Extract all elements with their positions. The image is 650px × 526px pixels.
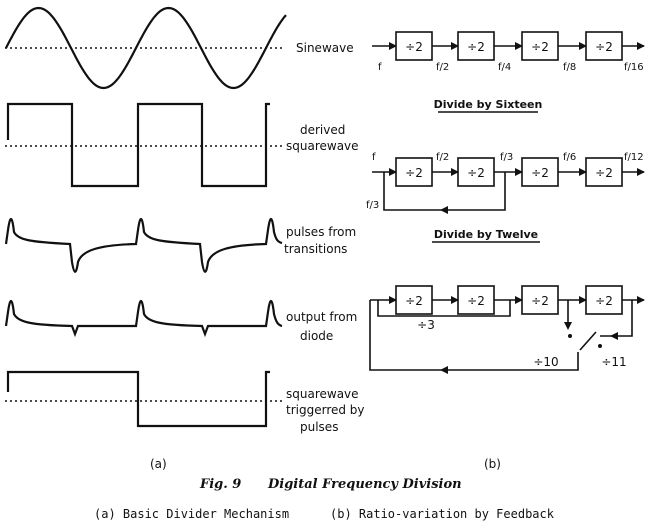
switch-feed-arrow [564,322,572,330]
freq-f-6: f/6 [563,152,576,163]
freq-f-16: f/16 [624,62,644,73]
divider-label: ÷2 [405,40,423,54]
triggered-label-line2: triggerred by [286,403,365,417]
last-feedback-arrow [610,332,618,340]
triggered-squarewave-trace [6,370,270,428]
derived-label-line1: derived [300,123,345,137]
divide-by-sixteen-title: Divide by Sixteen [434,98,543,111]
feedback-arrow [440,206,448,214]
sinewave-label: Sinewave [296,41,354,55]
pulses-trace [4,217,283,273]
divider-box [395,157,433,187]
subcaption-a: (a) Basic Divider Mechanism [94,507,289,521]
divider-box [521,157,559,187]
diode-label-line1: output from [286,310,357,324]
feedback-freq-label: f/3 [366,200,379,211]
divider-box [457,157,495,187]
sinewave-trace [5,6,287,90]
subcaption-b: (b) Ratio-variation by Feedback [330,507,555,521]
figure-number: Fig. 9 [199,477,241,492]
divider-box [585,31,623,61]
panel-b-label: (b) [484,457,501,471]
divider-label: ÷2 [467,40,485,54]
outer-feedback-loop [369,300,579,371]
div3-loop [377,300,511,317]
divider-label: ÷2 [467,166,485,180]
panel-a-label: (a) [150,457,167,471]
triggered-label-line1: squarewave [286,387,359,401]
div3-label: ÷3 [417,318,435,332]
freq-f-12: f/12 [624,152,644,163]
divider-label: ÷2 [595,166,613,180]
diode-output-trace [4,299,283,338]
figure-caption: Fig. 9 Digital Frequency Division (a) Ba… [94,477,555,521]
freq-f: f [378,62,382,73]
divider-box [395,31,433,61]
div10-label: ÷10 [533,355,558,369]
switch-contact [598,344,602,348]
divider-label: ÷2 [595,294,613,308]
divider-label: ÷2 [531,294,549,308]
triggered-label-line3: pulses [300,420,338,434]
divider-box [395,285,433,315]
divide-by-twelve-chain: ÷2 ÷2 ÷2 ÷2 f f/2 f/3 f/6 f/12 f/3 Divid… [366,152,645,243]
pulses-label-line2: transitions [284,242,347,256]
derived-label-line2: squarewave [286,139,359,153]
divider-label: ÷2 [405,294,423,308]
freq-f-3: f/3 [500,152,513,163]
divider-box [521,285,559,315]
freq-f-8: f/8 [563,62,576,73]
divider-label: ÷2 [531,40,549,54]
panel-a: Sinewave derived squarewave pulses from … [4,6,365,471]
freq-f: f [372,152,376,163]
divider-label: ÷2 [405,166,423,180]
pulses-label-line1: pulses from [286,225,356,239]
divider-label: ÷2 [595,40,613,54]
ratio-variation-chain: ÷2 ÷2 ÷2 ÷2 ÷3 ÷10 ÷11 [369,285,645,374]
divider-label: ÷2 [467,294,485,308]
outer-feedback-arrow [440,366,448,374]
divide-by-twelve-title: Divide by Twelve [434,228,538,241]
diode-label-line2: diode [300,329,333,343]
divide-by-sixteen-chain: ÷2 ÷2 ÷2 ÷2 f f/2 f/4 f/8 f/16 Divide by… [372,31,645,113]
switch-blade [579,331,597,351]
freq-f-2: f/2 [436,152,449,163]
figure-title: Digital Frequency Division [267,477,462,492]
div11-label: ÷11 [601,355,626,369]
derived-squarewave-trace [6,102,270,188]
panel-b: ÷2 ÷2 ÷2 ÷2 f f/2 f/4 f/8 f/16 Divide by… [366,31,645,471]
freq-f-2: f/2 [436,62,449,73]
divider-label: ÷2 [531,166,549,180]
switch-contact [568,334,572,338]
freq-f-4: f/4 [498,62,511,73]
